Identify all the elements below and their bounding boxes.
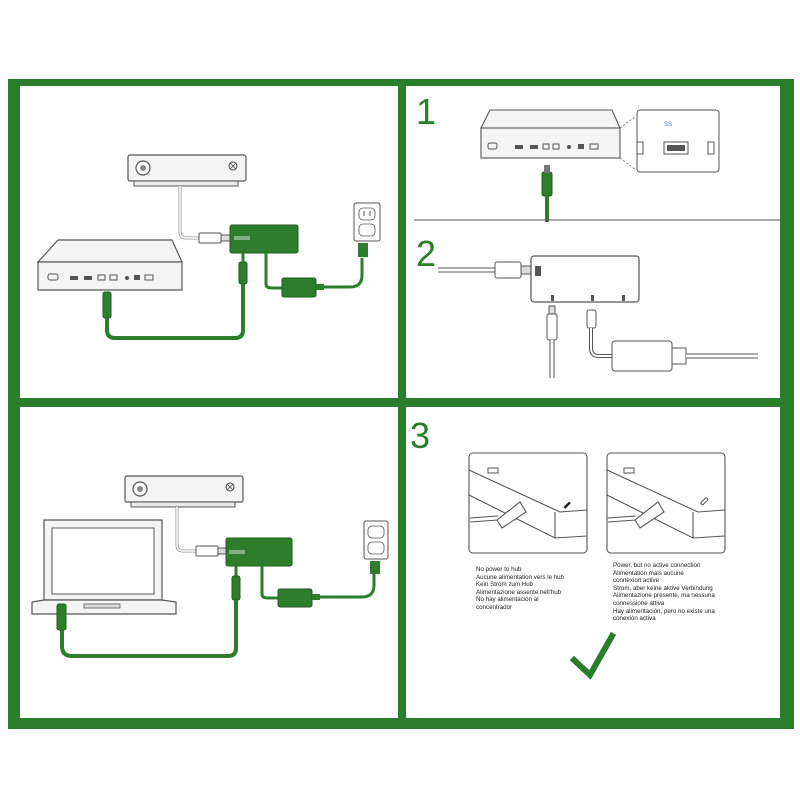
xbox-logo-icon bbox=[225, 482, 235, 492]
step-3-number: 3 bbox=[410, 415, 431, 456]
adapter-hub bbox=[225, 537, 293, 567]
step-2-number: 2 bbox=[416, 233, 437, 274]
step-1-number: 1 bbox=[416, 91, 437, 132]
kinect-sensor bbox=[127, 154, 247, 187]
superspeed-label: SS bbox=[664, 122, 672, 128]
xbox-logo-icon bbox=[228, 161, 238, 171]
power-outlet-icon bbox=[363, 520, 389, 560]
usb-plug-icon bbox=[56, 603, 67, 631]
xbox-console bbox=[36, 239, 183, 291]
checkmark-icon bbox=[569, 631, 617, 680]
adapter-hub bbox=[530, 255, 640, 303]
power-no-connection-message: Power, but no active connection Alimenta… bbox=[613, 562, 715, 623]
power-outlet-icon bbox=[353, 202, 381, 242]
no-power-message: No power to hub Aucune alimentation vers… bbox=[476, 566, 565, 611]
laptop bbox=[31, 519, 177, 615]
adapter-hub bbox=[229, 224, 299, 254]
kinect-sensor bbox=[124, 475, 244, 508]
usb-plug-icon bbox=[102, 291, 112, 319]
